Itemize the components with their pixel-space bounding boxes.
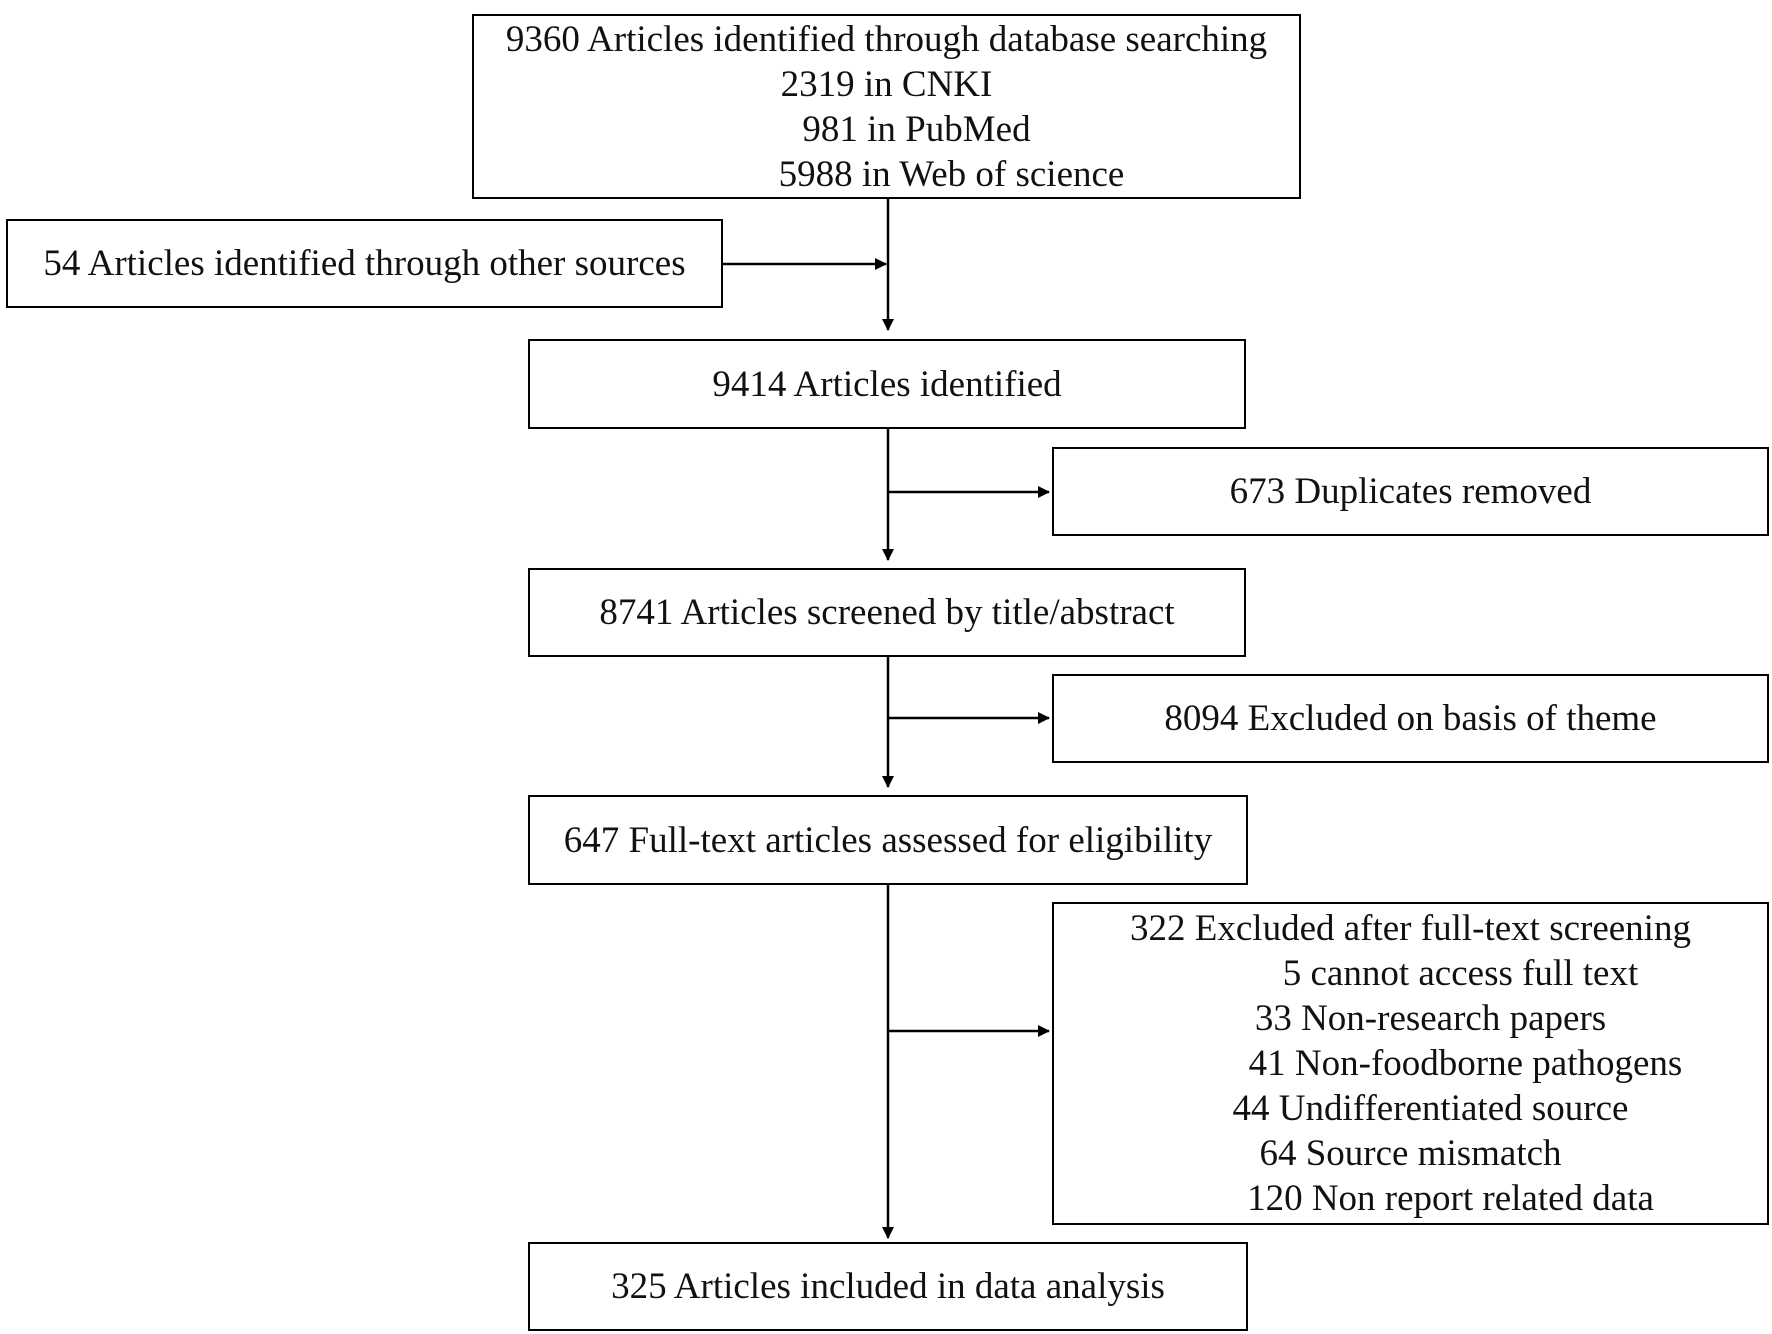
exclusion-reason: 5 cannot access full text (1282, 953, 1639, 994)
database-cnki: 2319 in CNKI (780, 63, 993, 105)
exclusion-reason: 120 Non report related data (1247, 1178, 1654, 1219)
other-sources-box: 54 Articles identified through other sou… (6, 219, 723, 308)
database-pubmed: 981 in PubMed (802, 108, 1031, 150)
screened-text: 8741 Articles screened by title/abstract (599, 592, 1175, 633)
database-search-box: 9360 Articles identified through databas… (472, 14, 1301, 199)
database-wos: 5988 in Web of science (778, 153, 1125, 195)
identified-box: 9414 Articles identified (528, 339, 1246, 429)
duplicates-text: 673 Duplicates removed (1229, 471, 1592, 512)
exclusion-reason: 33 Non-research papers (1254, 998, 1607, 1039)
exclusion-reason: 64 Source mismatch (1259, 1133, 1562, 1174)
other-sources-text: 54 Articles identified through other sou… (43, 243, 686, 284)
fulltext-assessed-text: 647 Full-text articles assessed for elig… (563, 819, 1213, 861)
identified-text: 9414 Articles identified (712, 363, 1062, 405)
exclusion-reason: 41 Non-foodborne pathogens (1248, 1043, 1683, 1084)
included-box: 325 Articles included in data analysis (528, 1242, 1248, 1331)
exclusion-reason: 44 Undifferentiated source (1232, 1088, 1629, 1129)
database-search-title: 9360 Articles identified through databas… (505, 18, 1268, 60)
fulltext-assessed-box: 647 Full-text articles assessed for elig… (528, 795, 1248, 885)
excluded-fulltext-box: 322 Excluded after full-text screening 5… (1052, 902, 1769, 1225)
screened-box: 8741 Articles screened by title/abstract (528, 568, 1246, 657)
excluded-theme-box: 8094 Excluded on basis of theme (1052, 674, 1769, 763)
excluded-fulltext-title: 322 Excluded after full-text screening (1130, 908, 1691, 949)
included-text: 325 Articles included in data analysis (611, 1266, 1165, 1307)
duplicates-box: 673 Duplicates removed (1052, 447, 1769, 536)
excluded-theme-text: 8094 Excluded on basis of theme (1164, 698, 1657, 739)
